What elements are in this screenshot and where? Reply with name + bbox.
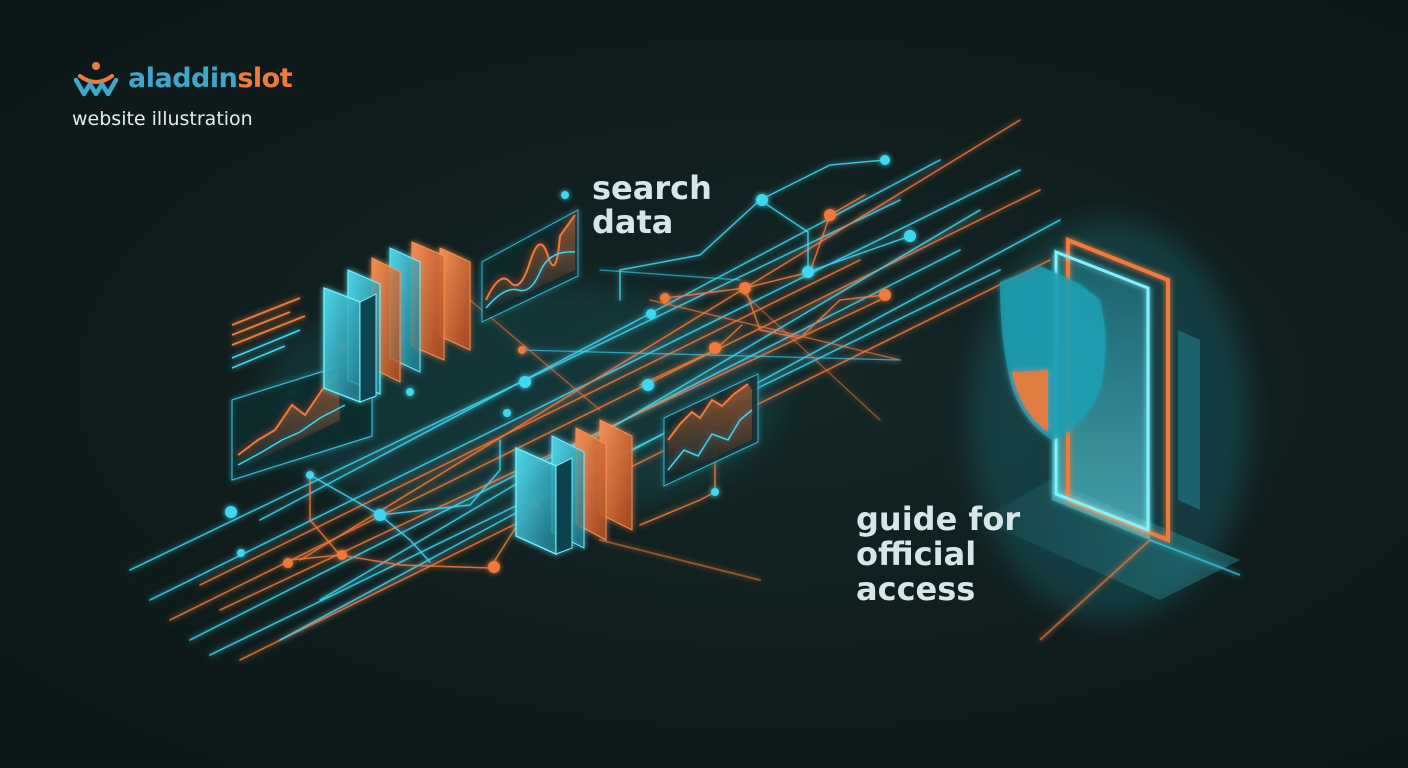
- network-node: [518, 346, 526, 354]
- official-access-line: guide for: [856, 500, 1021, 538]
- chart-panel-top: [481, 209, 579, 323]
- search-data-line: search: [592, 169, 712, 207]
- network-path: [639, 449, 716, 526]
- search-data-label: search data: [592, 169, 712, 241]
- network-node: [519, 376, 531, 388]
- network-path: [379, 514, 431, 563]
- network-node: [824, 209, 836, 221]
- official-access-line: access: [856, 570, 976, 609]
- network-node: [237, 549, 245, 557]
- search-data-line: data: [592, 202, 674, 241]
- network-path: [619, 159, 886, 301]
- network-node: [488, 561, 500, 573]
- network-node: [879, 289, 891, 301]
- network-line: [259, 159, 941, 521]
- network-line: [189, 249, 961, 641]
- network-line: [169, 189, 1041, 621]
- network-node: [374, 509, 386, 521]
- network-line: [319, 209, 981, 601]
- chart-panel-middle: [663, 373, 759, 487]
- network-line: [599, 269, 741, 281]
- network-line: [739, 289, 881, 421]
- network-line: [599, 539, 761, 581]
- network-path: [309, 474, 341, 556]
- brand-name-part-1: aladdin: [128, 62, 238, 94]
- network-path: [309, 439, 501, 516]
- network-node: [642, 379, 654, 391]
- network-node: [711, 488, 719, 496]
- network-node: [561, 191, 569, 199]
- network-node: [283, 558, 293, 568]
- brand-logo: aladdinslot: [70, 58, 293, 98]
- book-stack-upper: [323, 241, 471, 404]
- network-node: [880, 155, 890, 165]
- network-line: [219, 299, 881, 611]
- network-path: [759, 199, 911, 274]
- tagline: website illustration: [72, 108, 253, 130]
- network-line: [299, 119, 1021, 561]
- official-access-line: official: [856, 535, 977, 574]
- genie-lamp-logo-icon: [73, 62, 119, 97]
- network-path: [744, 287, 886, 339]
- network-node: [406, 388, 414, 396]
- network-line: [649, 299, 901, 361]
- network-line: [469, 299, 601, 411]
- network-node: [709, 342, 721, 354]
- network-node: [337, 550, 347, 560]
- network-node: [306, 471, 314, 479]
- network-node: [756, 194, 768, 206]
- network-line: [199, 259, 861, 586]
- network-path: [289, 504, 531, 569]
- network-node: [225, 506, 237, 518]
- network-line: [519, 349, 901, 361]
- network-line: [239, 259, 1051, 661]
- brand-name-part-2: slot: [237, 62, 293, 94]
- shield-icon: [1000, 266, 1106, 440]
- network-node: [660, 293, 670, 303]
- network-node: [503, 409, 511, 417]
- network-node: [646, 309, 656, 319]
- official-access-label: guide for official access: [856, 500, 1021, 609]
- brand-name: aladdinslot: [128, 62, 293, 94]
- network-node: [802, 266, 814, 278]
- network-node: [739, 282, 751, 294]
- book-stack-lower: [515, 419, 633, 556]
- network-node: [904, 230, 916, 242]
